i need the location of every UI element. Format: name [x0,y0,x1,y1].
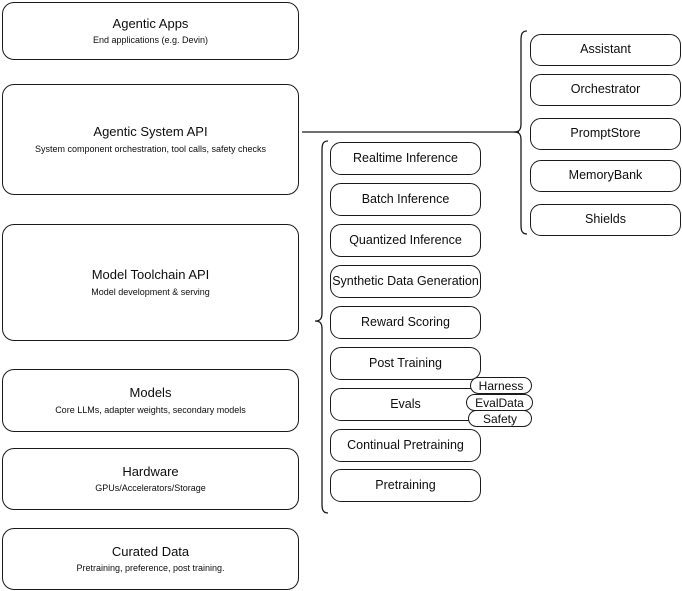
layer-title: Agentic Apps [112,15,189,31]
evals-subcomponent-safety[interactable]: Safety [468,410,532,427]
layer-curated-data[interactable]: Curated Data Pretraining, preference, po… [2,528,299,590]
capability-label: Realtime Inference [353,150,458,165]
evals-subcomponent-evaldata[interactable]: EvalData [466,394,533,411]
capability-label: Reward Scoring [361,314,450,329]
capability-synthetic-data-generation[interactable]: Synthetic Data Generation [330,265,481,298]
capability-label: Continual Pretraining [347,437,464,452]
capability-continual-pretraining[interactable]: Continual Pretraining [330,429,481,462]
brace-system-components [513,30,528,235]
layer-subtitle: Pretraining, preference, post training. [76,563,225,573]
system-component-promptstore[interactable]: PromptStore [530,118,681,150]
layer-model-toolchain-api[interactable]: Model Toolchain API Model development & … [2,224,299,341]
capability-batch-inference[interactable]: Batch Inference [330,183,481,216]
layer-title: Curated Data [111,543,190,559]
brace-toolchain-capabilities [314,140,329,514]
capability-realtime-inference[interactable]: Realtime Inference [330,142,481,175]
capability-pretraining[interactable]: Pretraining [330,469,481,502]
system-component-label: Orchestrator [570,82,641,97]
system-component-assistant[interactable]: Assistant [530,34,681,66]
layer-hardware[interactable]: Hardware GPUs/Accelerators/Storage [2,448,299,510]
system-component-label: Shields [585,212,626,227]
layer-title: Agentic System API [93,124,208,140]
capability-label: Pretraining [375,477,436,492]
layer-agentic-apps[interactable]: Agentic Apps End applications (e.g. Devi… [2,2,299,60]
layer-models[interactable]: Models Core LLMs, adapter weights, secon… [2,369,299,432]
system-component-orchestrator[interactable]: Orchestrator [530,74,681,106]
capability-evals[interactable]: Evals [330,388,481,421]
capability-post-training[interactable]: Post Training [330,347,481,380]
layer-title: Models [129,385,172,401]
layer-subtitle: End applications (e.g. Devin) [92,35,209,45]
capability-label: Batch Inference [361,191,450,206]
layer-subtitle: Core LLMs, adapter weights, secondary mo… [55,404,246,415]
system-component-label: PromptStore [570,126,641,141]
layer-agentic-system-api[interactable]: Agentic System API System component orch… [2,84,299,195]
layer-title: Hardware [122,463,179,479]
capability-label: Evals [390,396,421,411]
system-component-label: Assistant [580,42,631,57]
system-component-memorybank[interactable]: MemoryBank [530,160,681,192]
system-component-label: MemoryBank [568,168,643,183]
evals-subcomponent-harness[interactable]: Harness [470,377,532,394]
layer-subtitle: GPUs/Accelerators/Storage [95,483,206,493]
layer-subtitle: Model development & serving [91,286,210,297]
capability-quantized-inference[interactable]: Quantized Inference [330,224,481,257]
system-component-shields[interactable]: Shields [530,204,681,236]
capability-label: Post Training [369,355,442,370]
layer-title: Model Toolchain API [91,267,210,283]
capability-label: Synthetic Data Generation [332,273,479,288]
capability-label: Quantized Inference [349,232,462,247]
capability-reward-scoring[interactable]: Reward Scoring [330,306,481,339]
layer-subtitle: System component orchestration, tool cal… [34,143,267,154]
